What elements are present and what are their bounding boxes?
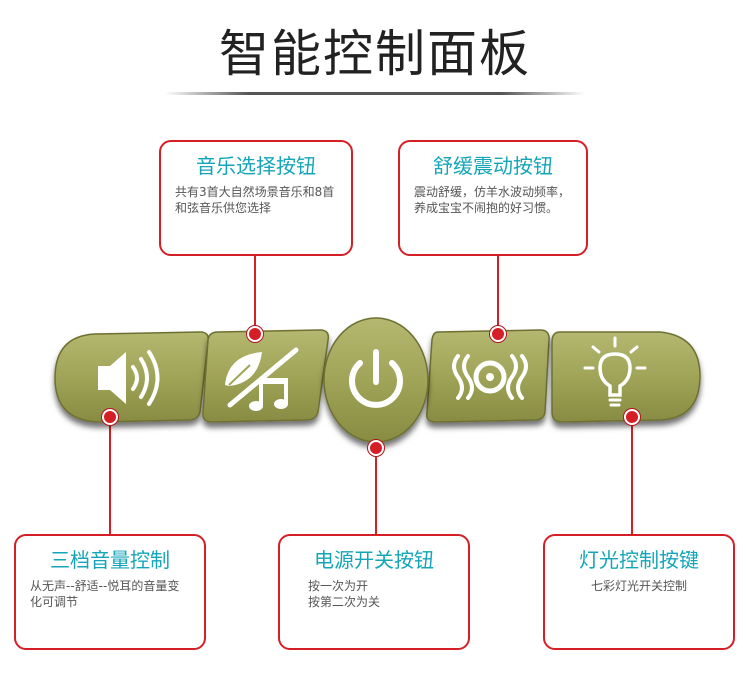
- speaker-icon: [98, 350, 160, 406]
- power-card-desc: 按一次为开 按第二次为关: [308, 579, 381, 609]
- music-card-title: 音乐选择按钮: [196, 154, 316, 178]
- marker-volume: [102, 409, 118, 425]
- vibration-button[interactable]: [425, 329, 550, 423]
- light-card-desc: 七彩灯光开关控制: [590, 579, 687, 593]
- light-card: 灯光控制按键 七彩灯光开关控制: [543, 534, 735, 650]
- title-divider: [165, 92, 585, 95]
- power-card-title: 电源开关按钮: [314, 548, 434, 572]
- marker-light: [624, 409, 640, 425]
- vibration-card-desc: 震动舒缓，仿羊水波动频率，养成宝宝不闹抱的好习惯。: [414, 185, 571, 215]
- light-card-title: 灯光控制按键: [579, 548, 699, 572]
- vibration-card: 舒缓震动按钮 震动舒缓，仿羊水波动频率，养成宝宝不闹抱的好习惯。: [398, 140, 588, 256]
- connector-power: [375, 448, 377, 534]
- music-card: 音乐选择按钮 共有3首大自然场景音乐和8首和弦音乐供您选择: [159, 140, 353, 256]
- marker-vibration: [490, 326, 506, 342]
- volume-card-title: 三档音量控制: [50, 548, 170, 572]
- marker-music: [247, 326, 263, 342]
- volume-button[interactable]: [54, 331, 210, 423]
- vibration-card-title: 舒缓震动按钮: [433, 154, 553, 178]
- connector-light: [631, 416, 633, 534]
- power-card: 电源开关按钮 按一次为开 按第二次为关: [278, 534, 470, 650]
- power-icon: [349, 349, 403, 408]
- vibration-icon: [452, 354, 528, 400]
- music-button[interactable]: [202, 329, 330, 423]
- lightbulb-icon: [583, 336, 647, 407]
- leaf-music-note-icon: [225, 347, 299, 411]
- power-button[interactable]: [323, 317, 429, 443]
- connector-music: [254, 255, 256, 333]
- connector-vibration: [497, 255, 499, 333]
- volume-card-desc: 从无声--舒适--悦耳的音量变化可调节: [30, 579, 180, 609]
- light-button[interactable]: [551, 331, 701, 423]
- marker-power: [368, 440, 384, 456]
- music-card-desc: 共有3首大自然场景音乐和8首和弦音乐供您选择: [175, 185, 335, 215]
- connector-volume: [109, 416, 111, 534]
- volume-card: 三档音量控制 从无声--舒适--悦耳的音量变化可调节: [14, 534, 206, 650]
- page-title: 智能控制面板: [219, 25, 531, 83]
